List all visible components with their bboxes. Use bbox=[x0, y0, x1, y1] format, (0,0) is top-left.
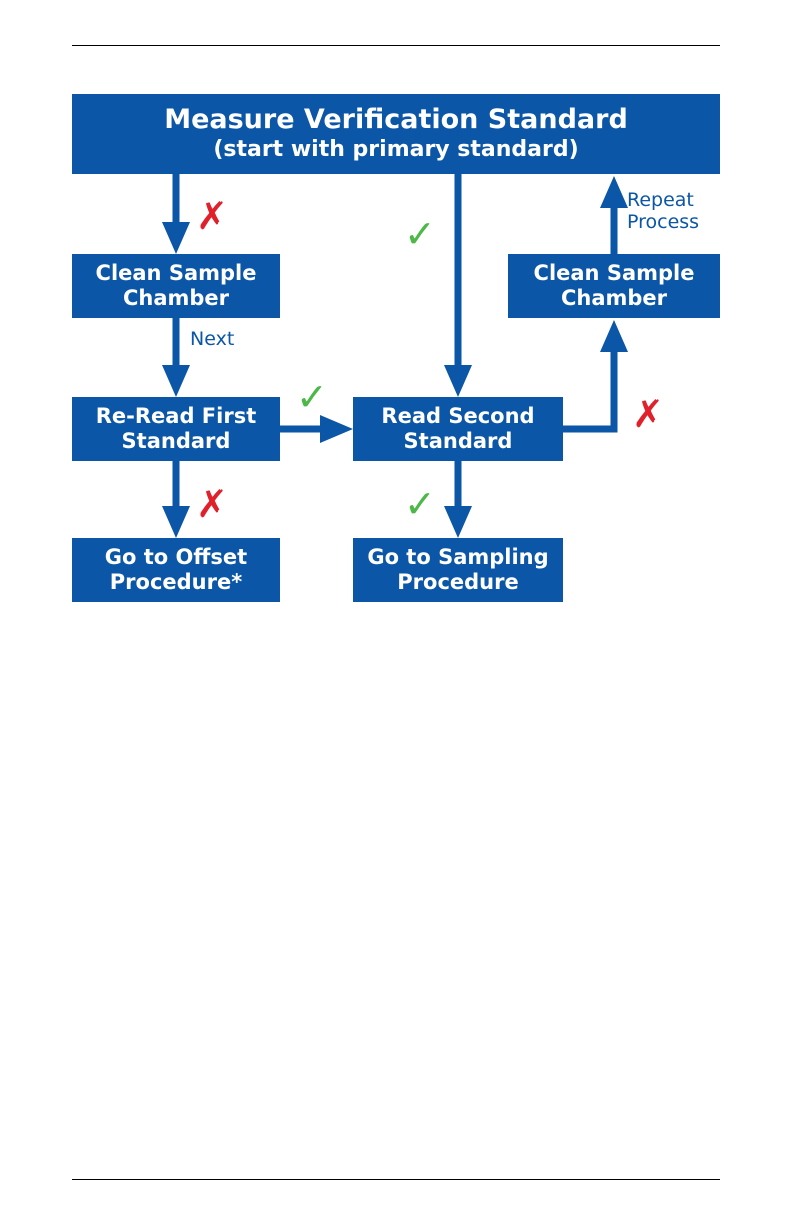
repeat-label-line1: Repeat bbox=[627, 189, 699, 211]
next-label: Next bbox=[190, 328, 234, 350]
arrowhead-clean-right bbox=[600, 320, 628, 352]
repeat-process-label: Repeat Process bbox=[627, 189, 699, 233]
arrowhead-sampling bbox=[444, 506, 472, 538]
fail-x-icon: ✗ bbox=[196, 484, 228, 524]
arrowhead-offset bbox=[162, 506, 190, 538]
pass-check-icon: ✓ bbox=[296, 377, 328, 417]
footer-rule bbox=[72, 1179, 720, 1180]
repeat-label-line2: Process bbox=[627, 211, 699, 233]
arrowhead-reread bbox=[162, 365, 190, 397]
pass-check-icon: ✓ bbox=[404, 484, 436, 524]
pass-check-icon: ✓ bbox=[404, 214, 436, 254]
arrowhead-clean-left bbox=[162, 222, 190, 254]
fail-x-icon: ✗ bbox=[632, 394, 664, 434]
arrowhead-read-second-side bbox=[320, 415, 353, 443]
arrow-read-second-to-clean-right bbox=[563, 350, 614, 429]
arrowhead-measure bbox=[600, 176, 628, 208]
arrowhead-read-second bbox=[444, 365, 472, 397]
fail-x-icon: ✗ bbox=[196, 196, 228, 236]
